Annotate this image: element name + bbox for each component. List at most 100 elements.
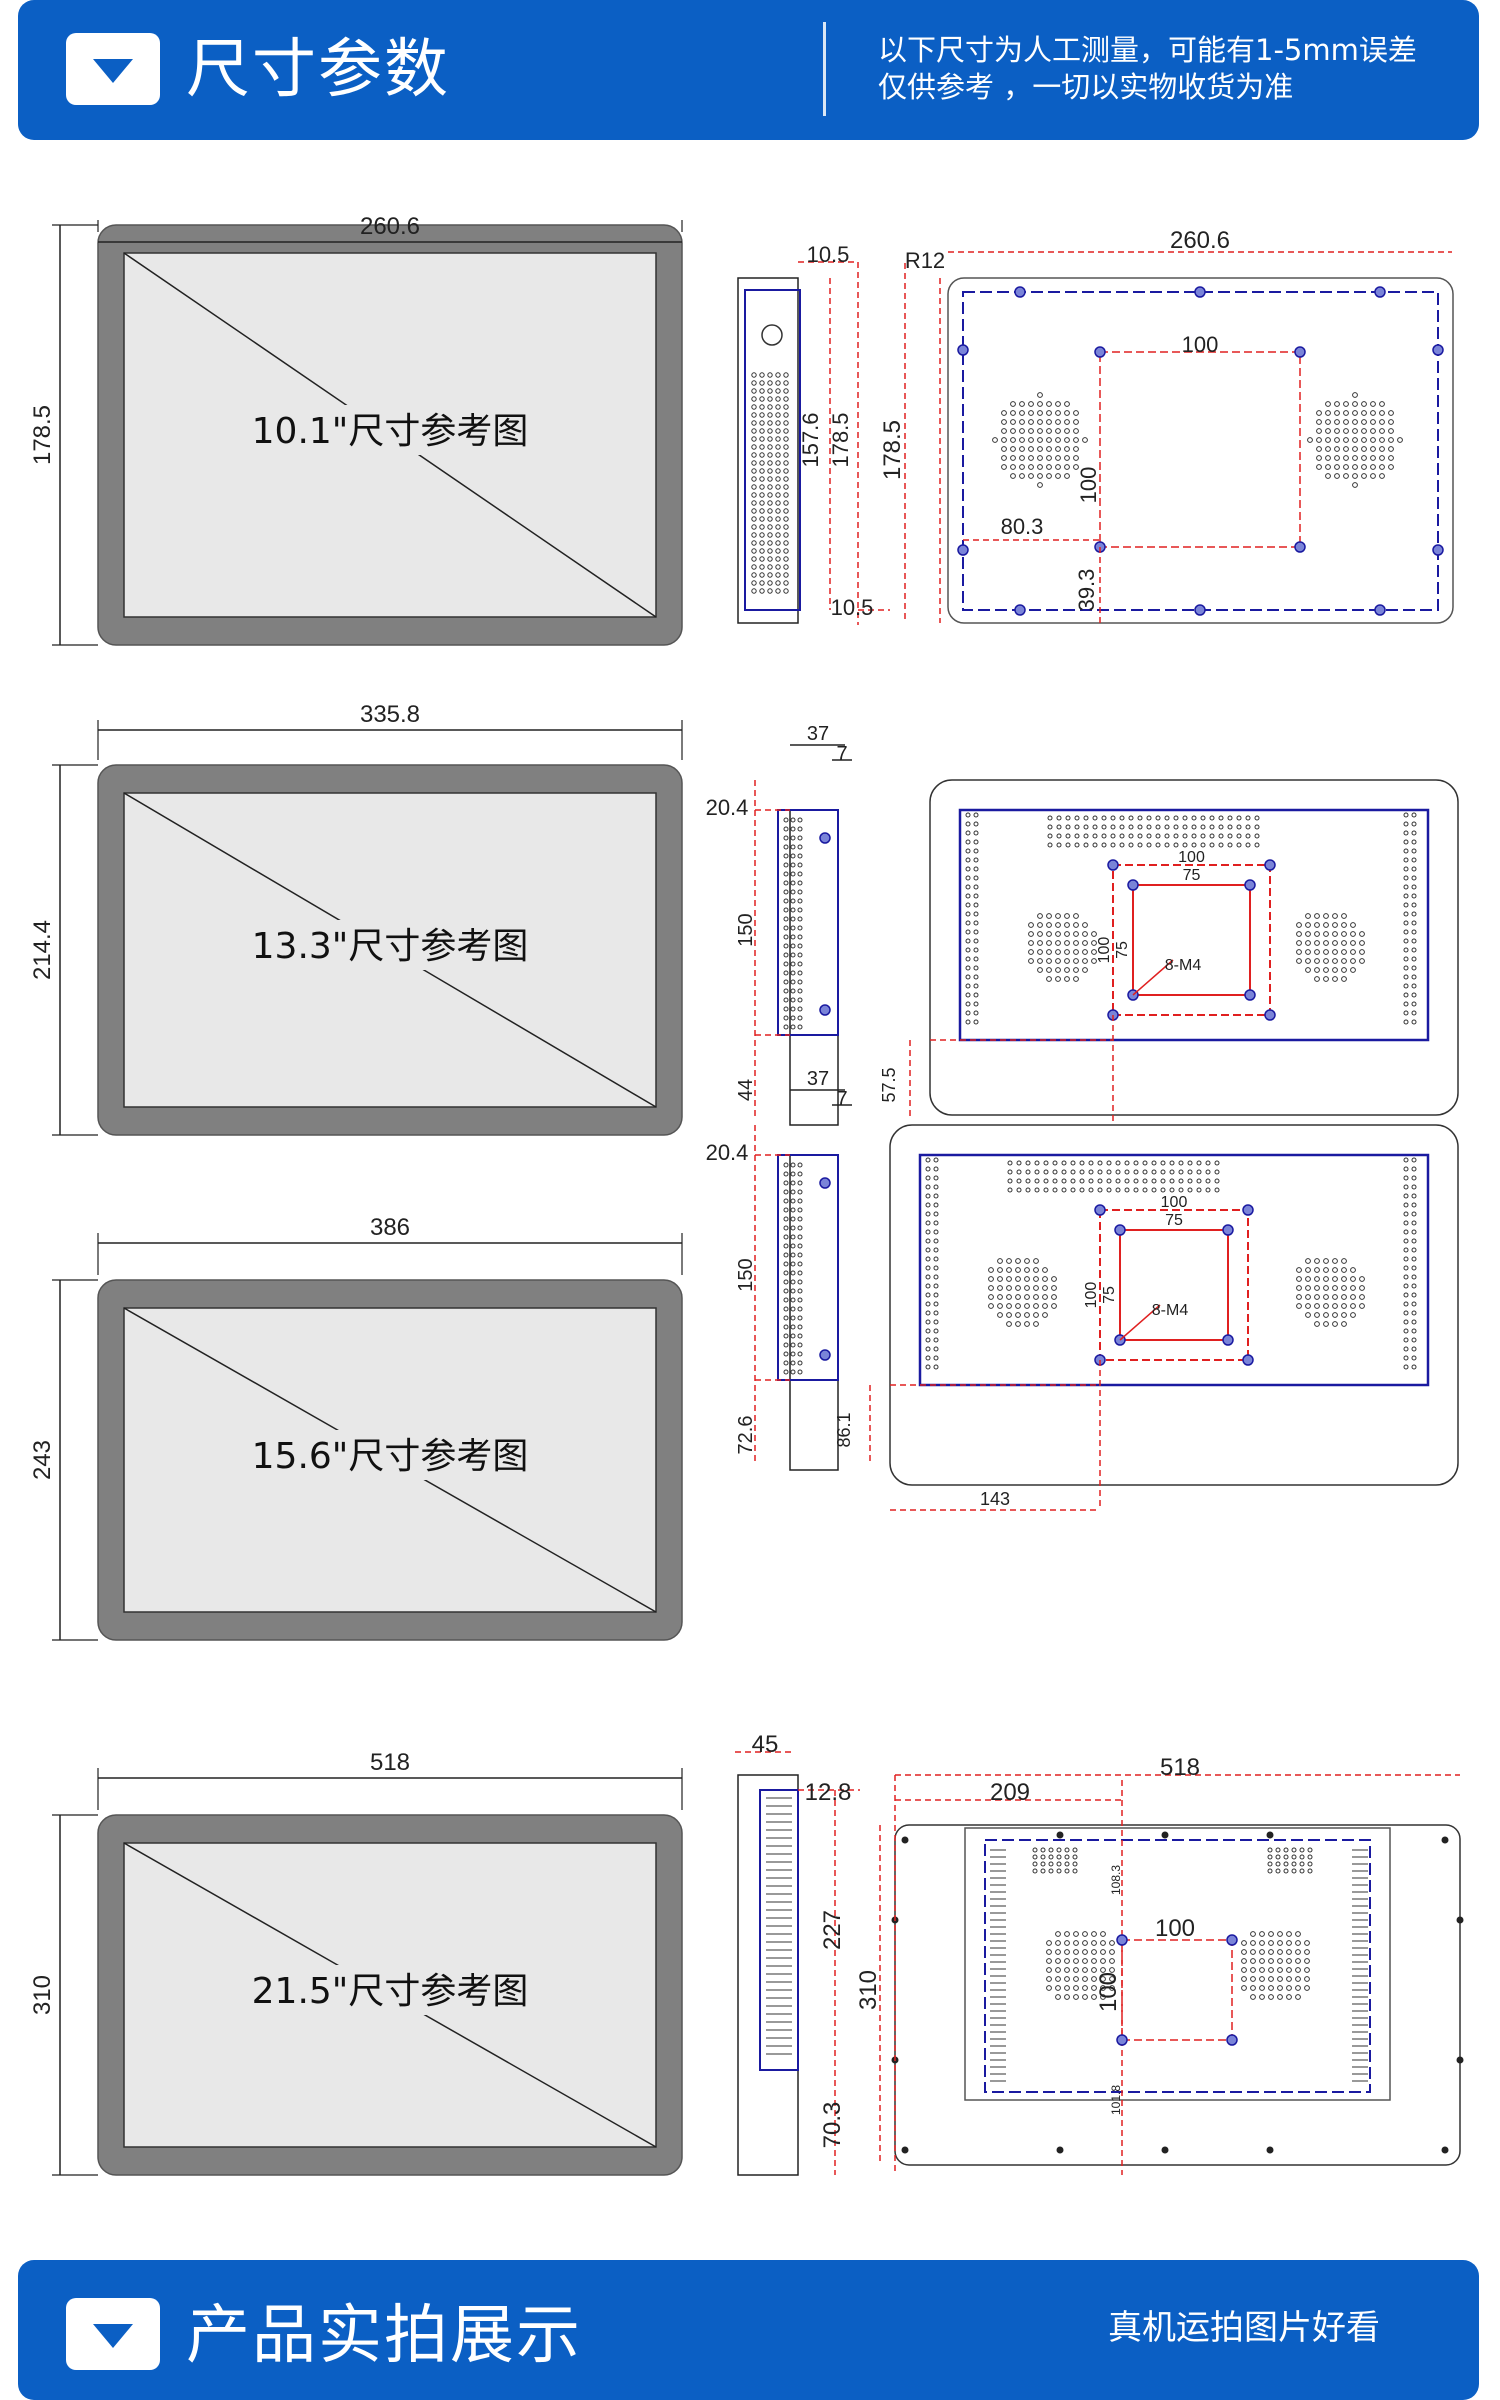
side-grill-hole	[1411, 1019, 1417, 1025]
speaker-left	[1091, 1931, 1097, 1937]
side-vent-hole	[790, 1006, 796, 1012]
top-grill-hole	[1291, 1854, 1297, 1860]
side-vent-hole	[775, 516, 781, 522]
speaker-right	[1370, 446, 1376, 452]
side-vent-hole	[751, 540, 757, 546]
speaker-right	[1314, 1294, 1320, 1300]
side-vent-hole	[783, 952, 789, 958]
speaker-right	[1388, 455, 1394, 461]
side-vent-hole	[783, 1225, 789, 1231]
side-vent-hole	[775, 468, 781, 474]
speaker-right	[1295, 1931, 1301, 1937]
speaker-right	[1314, 1321, 1320, 1327]
side-vent-hole	[790, 880, 796, 886]
top-grill-hole	[1236, 815, 1242, 821]
side-vent-hole	[790, 961, 796, 967]
top-grill-hole	[1283, 1868, 1289, 1874]
side-vent-hole	[767, 540, 773, 546]
side-vent-hole	[751, 476, 757, 482]
top-grill-hole	[1254, 842, 1260, 848]
speaker-right	[1361, 428, 1367, 434]
side-vent-hole	[759, 588, 765, 594]
speaker-left	[1037, 913, 1043, 919]
speaker-right	[1388, 428, 1394, 434]
side-grill-hole	[925, 1337, 931, 1343]
side-vent-hole	[783, 1189, 789, 1195]
side-grill-hole	[1403, 1346, 1409, 1352]
speaker-right	[1361, 437, 1367, 443]
top-grill-hole	[1155, 833, 1161, 839]
side-vent-hole	[783, 436, 789, 442]
speaker-right	[1334, 446, 1340, 452]
side-vent-hole	[783, 484, 789, 490]
speaker-left	[1006, 1258, 1012, 1264]
speaker-right	[1361, 464, 1367, 470]
speaker-right	[1350, 922, 1356, 928]
speaker-right	[1334, 401, 1340, 407]
side-grill-hole	[925, 1166, 931, 1172]
speaker-right	[1343, 410, 1349, 416]
side-grill-hole	[965, 1019, 971, 1025]
edge-screw	[1266, 1831, 1274, 1839]
speaker-right	[1316, 446, 1322, 452]
vesa-hole	[1114, 1224, 1126, 1236]
speaker-left	[1051, 1294, 1057, 1300]
top-grill-hole	[1283, 1847, 1289, 1853]
top-grill-hole	[1155, 842, 1161, 848]
top-grill-hole	[1025, 1169, 1031, 1175]
side-vent-hole	[783, 1288, 789, 1294]
side-grill-hole	[925, 1364, 931, 1370]
side-grill-hole	[1411, 1238, 1417, 1244]
speaker-left	[1073, 1958, 1079, 1964]
speaker-right	[1314, 913, 1320, 919]
side-vent-hole	[767, 564, 773, 570]
speaker-right	[1316, 437, 1322, 443]
speaker-right	[1259, 1967, 1265, 1973]
top-grill-hole	[1097, 1160, 1103, 1166]
side-grill-hole	[973, 920, 979, 926]
top-grill-hole	[1032, 1868, 1038, 1874]
top-grill-hole	[1267, 1861, 1273, 1867]
speaker-left	[1073, 967, 1079, 973]
side-vent-hole	[783, 428, 789, 434]
speaker-left	[1046, 1967, 1052, 1973]
speaker-right	[1305, 1276, 1311, 1282]
top-grill-hole	[1115, 1169, 1121, 1175]
speaker-right	[1259, 1985, 1265, 1991]
side-vent-hole	[790, 979, 796, 985]
side-vent-hole	[759, 388, 765, 394]
top-grill-hole	[1155, 815, 1161, 821]
speaker-left	[1100, 1949, 1106, 1955]
speaker-left	[1033, 1312, 1039, 1318]
speaker-left	[1028, 949, 1034, 955]
top-grill-hole	[1047, 842, 1053, 848]
top-grill-hole	[1083, 815, 1089, 821]
top-grill-hole	[1164, 842, 1170, 848]
side-grill-hole	[973, 974, 979, 980]
speaker-left	[1064, 940, 1070, 946]
speaker-right	[1286, 1949, 1292, 1955]
side-vent-hole	[783, 460, 789, 466]
speaker-right	[1241, 1976, 1247, 1982]
side-grill-hole	[1403, 812, 1409, 818]
offset-x-label: 80.3	[1001, 514, 1044, 539]
top-grill-hole	[1267, 1854, 1273, 1860]
side-grill-hole	[925, 1184, 931, 1190]
speaker-right	[1341, 1276, 1347, 1282]
model-caption: 21.5"尺寸参考图	[252, 1971, 529, 2012]
top-grill-hole	[1205, 1169, 1211, 1175]
speaker-left	[1051, 1303, 1057, 1309]
speaker-right	[1352, 464, 1358, 470]
side-grill-hole	[933, 1283, 939, 1289]
speaker-left	[1037, 437, 1043, 443]
top-grill-hole	[1065, 815, 1071, 821]
side-vent-hole	[751, 548, 757, 554]
speaker-right	[1352, 410, 1358, 416]
side-vent-hole	[751, 396, 757, 402]
side-thin-label: 7	[836, 1088, 847, 1110]
top-grill-hole	[1072, 1868, 1078, 1874]
speaker-right	[1286, 1994, 1292, 2000]
speaker-left	[1091, 1949, 1097, 1955]
side-vent-hole	[790, 817, 796, 823]
side-vent-hole	[797, 907, 803, 913]
